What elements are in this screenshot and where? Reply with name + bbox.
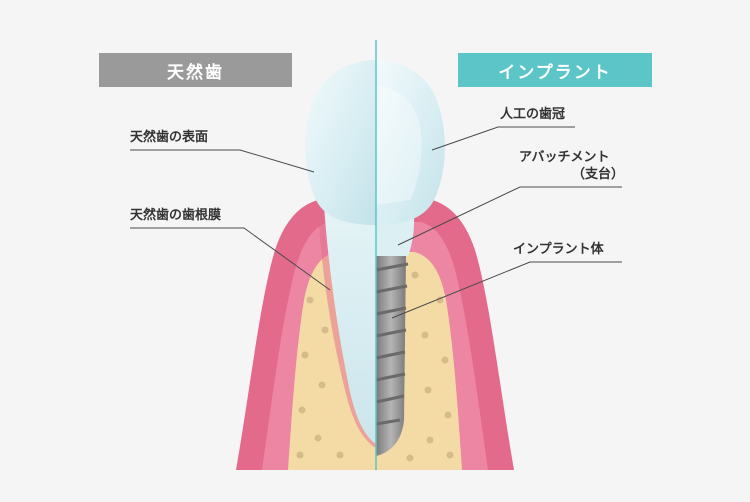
label-implant-body: インプラント体 [513,242,604,257]
label-natural-ligament: 天然歯の歯根膜 [130,208,222,223]
header-implant: インプラント [458,53,652,87]
natural-tooth [305,60,376,448]
leader-implant-abutment [397,186,622,246]
leader-implant-body [391,261,622,319]
leader-natural-surface [130,149,315,173]
label-natural-surface: 天然歯の表面 [130,130,209,145]
label-implant-abutment-sub: （支台） [572,167,625,182]
bone-dots [296,271,454,462]
leader-implant-crown [431,126,575,151]
header-natural-tooth: 天然歯 [99,53,292,87]
leader-natural-ligament [130,227,331,291]
label-implant-crown: 人工の歯冠 [500,107,566,122]
label-implant-abutment: アバッチメント [519,150,610,165]
leader-lines [130,126,622,319]
